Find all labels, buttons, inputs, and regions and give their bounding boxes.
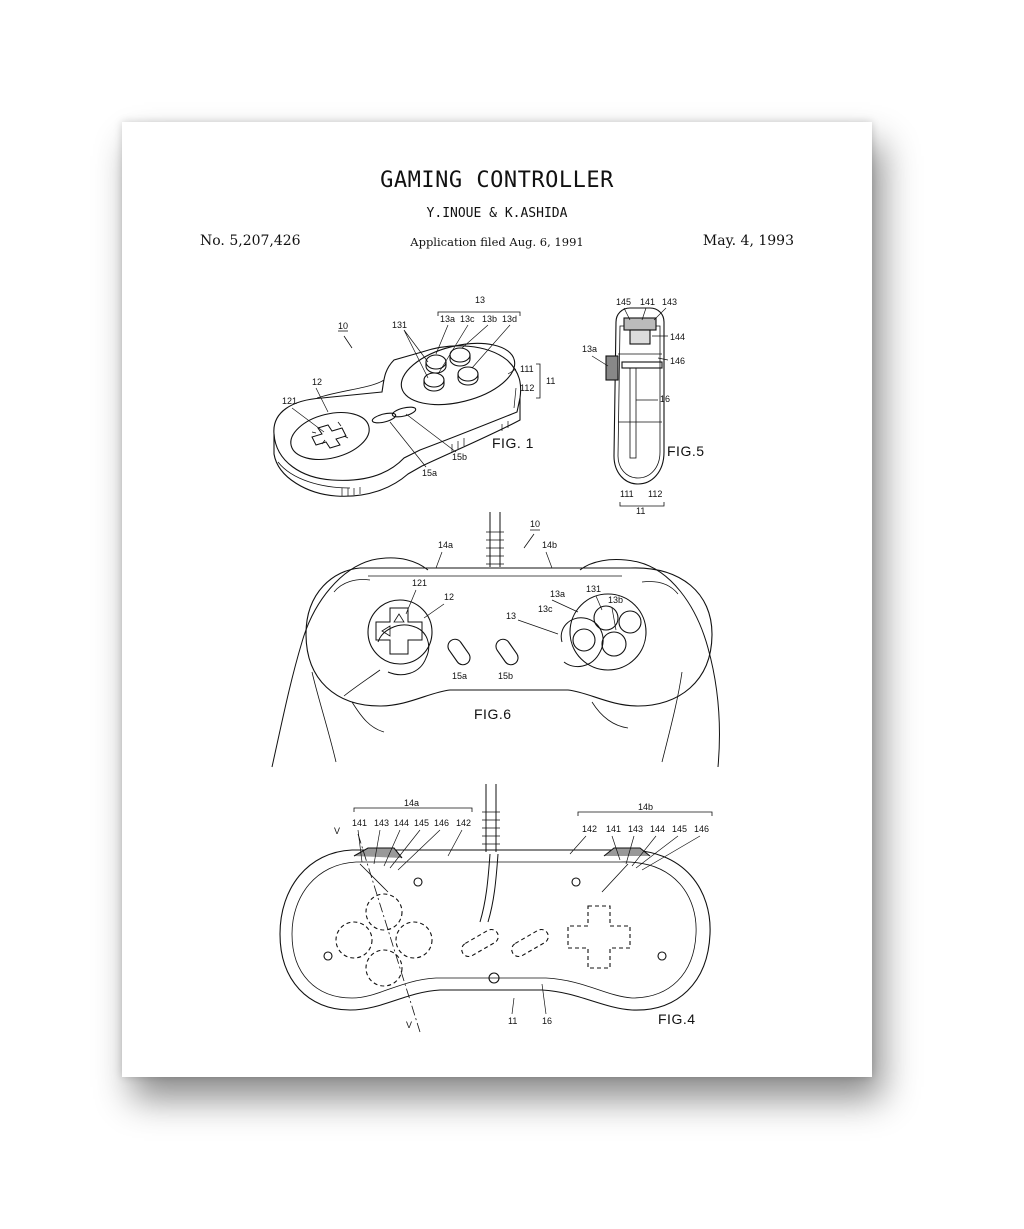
svg-text:144: 144 (650, 824, 665, 834)
svg-text:146: 146 (434, 818, 449, 828)
svg-text:146: 146 (694, 824, 709, 834)
svg-text:14a: 14a (404, 798, 419, 808)
svg-text:11: 11 (636, 506, 645, 516)
svg-text:15b: 15b (452, 452, 467, 462)
svg-text:13c: 13c (538, 604, 553, 614)
fig6-drawing: 10 14a 14b 121 12 13a 131 13b 13 13c 15a… (271, 512, 721, 768)
fig4-drawing: V V 14a 141 143 144 145 146 142 14b 142 … (279, 784, 713, 1033)
fig6-caption: FIG.6 (474, 706, 512, 722)
svg-text:13d: 13d (502, 314, 517, 324)
svg-text:13b: 13b (608, 595, 623, 605)
poster-title: GAMING CONTROLLER (380, 168, 614, 193)
fig5-drawing: 145 141 143 144 13a 146 16 111 112 11 FI… (582, 297, 705, 516)
svg-text:145: 145 (616, 297, 631, 307)
svg-text:13a: 13a (582, 344, 597, 354)
svg-text:131: 131 (392, 320, 407, 330)
svg-text:131: 131 (586, 584, 601, 594)
svg-text:145: 145 (672, 824, 687, 834)
svg-text:143: 143 (662, 297, 677, 307)
patent-poster: GAMING CONTROLLER Y.INOUE & K.ASHIDA No.… (122, 122, 872, 1077)
svg-text:143: 143 (374, 818, 389, 828)
svg-text:111: 111 (620, 489, 634, 499)
svg-text:14b: 14b (638, 802, 653, 812)
svg-text:16: 16 (542, 1016, 552, 1026)
issue-date: May. 4, 1993 (702, 233, 794, 249)
svg-text:143: 143 (628, 824, 643, 834)
svg-text:145: 145 (414, 818, 429, 828)
patent-drawing: 10 13 13a 13c 13b 13d 131 111 112 11 12 … (271, 295, 721, 1033)
svg-text:141: 141 (352, 818, 367, 828)
svg-text:11: 11 (508, 1016, 517, 1026)
svg-text:146: 146 (670, 356, 685, 366)
svg-text:10: 10 (338, 321, 348, 331)
svg-text:144: 144 (670, 332, 685, 342)
svg-text:15a: 15a (422, 468, 437, 478)
fig1-caption: FIG. 1 (492, 435, 534, 451)
patent-number: No. 5,207,426 (200, 233, 301, 249)
svg-text:15b: 15b (498, 671, 513, 681)
svg-text:13c: 13c (460, 314, 475, 324)
svg-text:142: 142 (582, 824, 597, 834)
svg-text:16: 16 (660, 394, 670, 404)
svg-text:112: 112 (520, 383, 534, 393)
svg-text:112: 112 (648, 489, 662, 499)
svg-text:11: 11 (546, 376, 555, 386)
svg-text:V: V (334, 826, 340, 836)
svg-text:V: V (406, 1020, 412, 1030)
svg-text:15a: 15a (452, 671, 467, 681)
fig1-drawing: 10 13 13a 13c 13b 13d 131 111 112 11 12 … (273, 295, 555, 497)
svg-text:13b: 13b (482, 314, 497, 324)
svg-text:141: 141 (606, 824, 621, 834)
fig4-caption: FIG.4 (658, 1011, 696, 1027)
svg-text:13: 13 (506, 611, 516, 621)
svg-text:14b: 14b (542, 540, 557, 550)
svg-text:14a: 14a (438, 540, 453, 550)
svg-text:121: 121 (282, 396, 297, 406)
svg-text:144: 144 (394, 818, 409, 828)
svg-text:13a: 13a (550, 589, 565, 599)
svg-text:13: 13 (475, 295, 485, 305)
fig5-caption: FIG.5 (667, 443, 705, 459)
svg-text:13a: 13a (440, 314, 455, 324)
svg-text:111: 111 (520, 364, 534, 374)
inventors: Y.INOUE & K.ASHIDA (426, 206, 568, 221)
svg-text:12: 12 (312, 377, 322, 387)
svg-text:142: 142 (456, 818, 471, 828)
svg-text:12: 12 (444, 592, 454, 602)
svg-text:141: 141 (640, 297, 655, 307)
application-filed: Application filed Aug. 6, 1991 (410, 235, 584, 249)
svg-text:121: 121 (412, 578, 427, 588)
svg-text:10: 10 (530, 519, 540, 529)
